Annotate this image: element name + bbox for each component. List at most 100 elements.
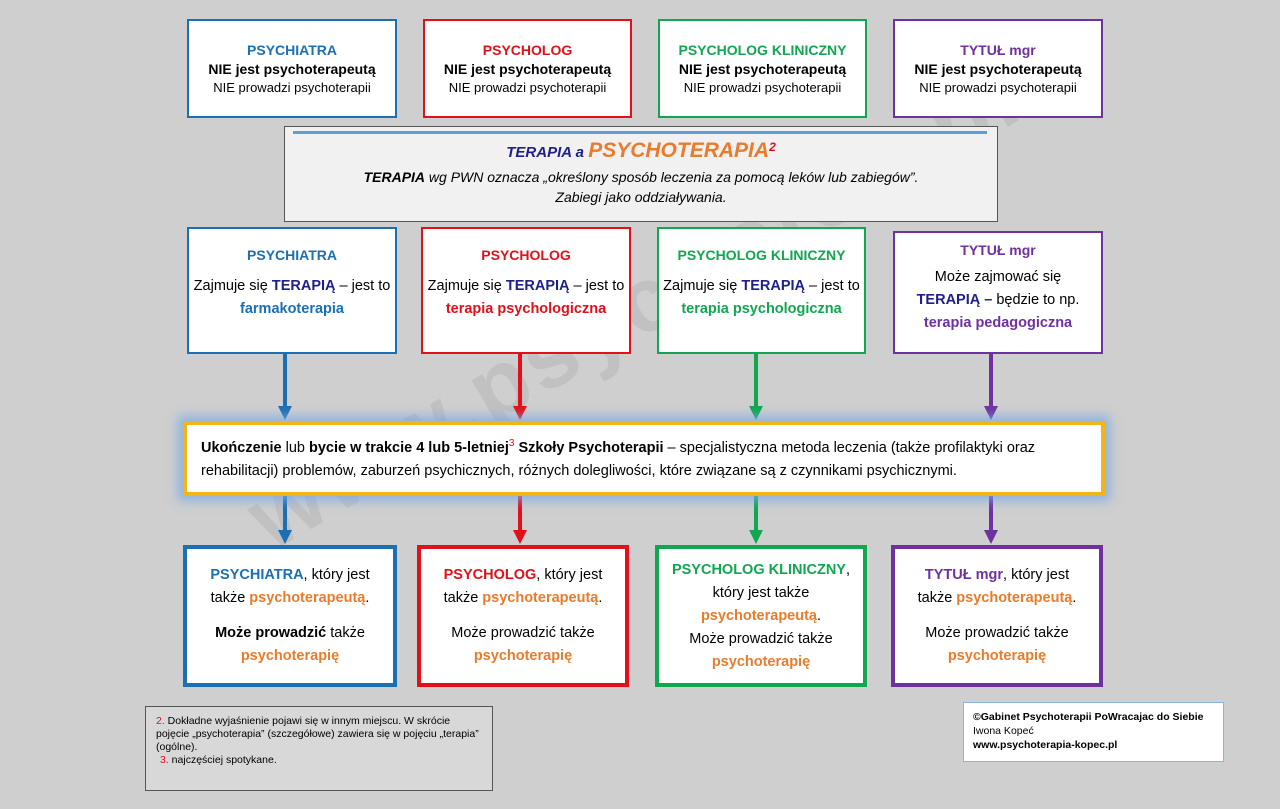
footnote-2: 2. Dokładne wyjaśnienie pojawi się w inn… <box>156 715 482 754</box>
box-psycholog-terapia: PSYCHOLOG Zajmuje się TERAPIĄ – jest to … <box>421 227 631 354</box>
text-terapia: TERAPIĄ <box>271 277 336 294</box>
text-also: także <box>794 630 833 647</box>
box-title: TYTUŁ mgr <box>960 242 1036 258</box>
box-title: PSYCHOLOG KLINICZNY <box>677 246 846 263</box>
box-line2: NIE prowadzi psychoterapii <box>683 80 842 95</box>
box-psycholog-psychoterapeuta: PSYCHOLOG, który jest także psychoterape… <box>417 545 629 687</box>
box-psychiatra-top: PSYCHIATRA NIE jest psychoterapeutą NIE … <box>187 19 397 118</box>
box-tytul-mgr-terapia: TYTUŁ mgr Może zajmować się TERAPIĄ – bę… <box>893 231 1103 354</box>
text-psychoterapia: psychoterapię <box>240 648 340 664</box>
arrow-mgr-lower <box>984 496 998 544</box>
box-title: PSYCHOLOG <box>481 246 571 263</box>
text-after-title: , który jest także <box>210 567 370 606</box>
text-can: Może prowadzić <box>925 625 1031 641</box>
text-terapia: TERAPIĄ – <box>916 292 993 308</box>
box-text-1: TYTUŁ mgr, który jest także psychoterape… <box>907 564 1087 610</box>
text-can: Może prowadzić <box>689 630 795 647</box>
text-terapia: TERAPIĄ <box>505 277 570 294</box>
text-after-title: , który jest także <box>917 567 1070 606</box>
box-line1: NIE jest psychoterapeutą <box>678 61 847 77</box>
text-psychoterapia: psychoterapię <box>711 653 811 670</box>
box-title: PSYCHIATRA <box>247 246 337 263</box>
accent-line <box>293 131 987 134</box>
credit-website: www.psychoterapia-kopec.pl <box>973 739 1118 751</box>
title-terapia-a: TERAPIA a <box>506 144 589 161</box>
footnote-2-number: 2. <box>156 715 165 727</box>
text-psychoterapeuta: psychoterapeutą <box>482 590 599 606</box>
box-text-2: Może prowadzić także psychoterapię <box>433 622 613 668</box>
box-psychiatra-terapia: PSYCHIATRA Zajmuje się TERAPIĄ – jest to… <box>187 227 397 354</box>
text-psychoterapeuta: psychoterapeutą <box>956 590 1073 606</box>
box-psychiatra-psychoterapeuta: PSYCHIATRA, który jest także psychoterap… <box>183 545 397 687</box>
box-title: PSYCHOLOG <box>443 567 537 583</box>
text-dot: . <box>817 607 822 624</box>
text-term: terapia pedagogiczna <box>923 315 1073 331</box>
text-term: farmakoterapia <box>240 300 344 317</box>
text-psychoterapeuta: psychoterapeutą <box>700 607 817 624</box>
box-title: TYTUŁ mgr <box>960 42 1036 58</box>
text-term: terapia psychologiczna <box>445 300 607 317</box>
text-psychoterapia: psychoterapię <box>473 648 573 664</box>
text-after-title: , który jest także <box>712 561 851 601</box>
box-kliniczny-psychoterapeuta: PSYCHOLOG KLINICZNY, który jest także ps… <box>655 545 867 687</box>
text-post: będzie to np. <box>992 292 1080 308</box>
text-pre: Zajmuje się <box>193 277 272 294</box>
terapia-definition-box: TERAPIA a PSYCHOTERAPIA2 TERAPIA wg PWN … <box>284 126 998 222</box>
footnote-3: 3. najczęściej spotykane. <box>160 754 482 767</box>
box-text-2: Może prowadzić także psychoterapię <box>199 622 381 668</box>
title-psychoterapia: PSYCHOTERAPIA <box>588 139 770 162</box>
footnote-ref-3: 3 <box>508 438 515 449</box>
text-dot: . <box>598 590 603 606</box>
footnote-ref-2: 2 <box>769 140 776 154</box>
arrow-psycholog-lower <box>513 496 527 544</box>
box-psycholog-kliniczny-top: PSYCHOLOG KLINICZNY NIE jest psychoterap… <box>658 19 867 118</box>
box-title: PSYCHIATRA <box>210 567 304 583</box>
text-can: Może prowadzić <box>215 625 327 641</box>
footnote-3-text: najczęściej spotykane. <box>168 754 277 766</box>
box-line1: NIE jest psychoterapeutą <box>914 61 1082 77</box>
box-text-1: PSYCHOLOG, który jest także psychoterape… <box>433 564 613 610</box>
credit-company: ©Gabinet Psychoterapii PoWracajac do Sie… <box>973 711 1204 723</box>
box-line2: NIE prowadzi psychoterapii <box>213 80 371 95</box>
box-text-2: Może prowadzić także psychoterapię <box>907 622 1087 668</box>
box-title: PSYCHOLOG <box>482 42 573 58</box>
text-also: także <box>326 625 365 641</box>
szkola-psychoterapii-banner: Ukończenie lub bycie w trakcie 4 lub 5-l… <box>183 421 1105 496</box>
box-text-1: PSYCHIATRA, który jest także psychoterap… <box>199 564 381 610</box>
banner-text-1: lub <box>281 439 310 456</box>
box-text: Zajmuje się TERAPIĄ – jest to terapia ps… <box>659 275 864 321</box>
credit-box: ©Gabinet Psychoterapii PoWracajac do Sie… <box>963 702 1224 762</box>
arrow-psychiatra-upper <box>278 354 292 420</box>
arrow-psycholog-upper <box>513 354 527 420</box>
credit-author: Iwona Kopeć <box>973 725 1034 737</box>
banner-text-2: – specjalistyczna metoda leczenia (także… <box>201 439 1036 479</box>
arrow-psychiatra-lower <box>278 496 292 544</box>
text-pre: Zajmuje się <box>427 277 506 294</box>
arrow-mgr-upper <box>984 354 998 420</box>
text-term: terapia psychologiczna <box>681 300 842 317</box>
text-after-title: , który jest także <box>443 567 603 606</box>
text-post: – jest to <box>569 277 625 294</box>
box-title: TYTUŁ mgr <box>924 567 1004 583</box>
terapia-note: Zabiegi jako oddziaływania. <box>555 189 727 205</box>
terapia-definition-text: wg PWN oznacza „określony sposób leczeni… <box>425 169 919 185</box>
text-pre: Może zajmować się <box>934 269 1062 285</box>
box-text-1: PSYCHOLOG KLINICZNY, który jest także ps… <box>671 559 851 628</box>
text-psychoterapia: psychoterapię <box>947 648 1047 664</box>
box-title: PSYCHOLOG KLINICZNY <box>678 42 847 58</box>
box-text: Może zajmować się TERAPIĄ – będzie to np… <box>895 266 1101 335</box>
box-line2: NIE prowadzi psychoterapii <box>919 80 1077 95</box>
text-psychoterapeuta: psychoterapeutą <box>249 590 366 606</box>
terapia-title: TERAPIA a PSYCHOTERAPIA2 <box>285 139 997 163</box>
arrow-kliniczny-lower <box>749 496 763 544</box>
arrow-kliniczny-upper <box>749 354 763 420</box>
text-dot: . <box>365 590 370 606</box>
text-pre: Zajmuje się <box>663 277 742 294</box>
box-tytul-mgr-top: TYTUŁ mgr NIE jest psychoterapeutą NIE p… <box>893 19 1103 118</box>
text-terapia: TERAPIĄ <box>741 277 805 294</box>
box-mgr-psychoterapeuta: TYTUŁ mgr, który jest także psychoterape… <box>891 545 1103 687</box>
box-text-2: Może prowadzić także psychoterapię <box>671 628 851 674</box>
footnotes-box: 2. Dokładne wyjaśnienie pojawi się w inn… <box>145 706 493 791</box>
box-psycholog-kliniczny-terapia: PSYCHOLOG KLINICZNY Zajmuje się TERAPIĄ … <box>657 227 866 354</box>
box-text: Zajmuje się TERAPIĄ – jest to terapia ps… <box>423 275 629 321</box>
